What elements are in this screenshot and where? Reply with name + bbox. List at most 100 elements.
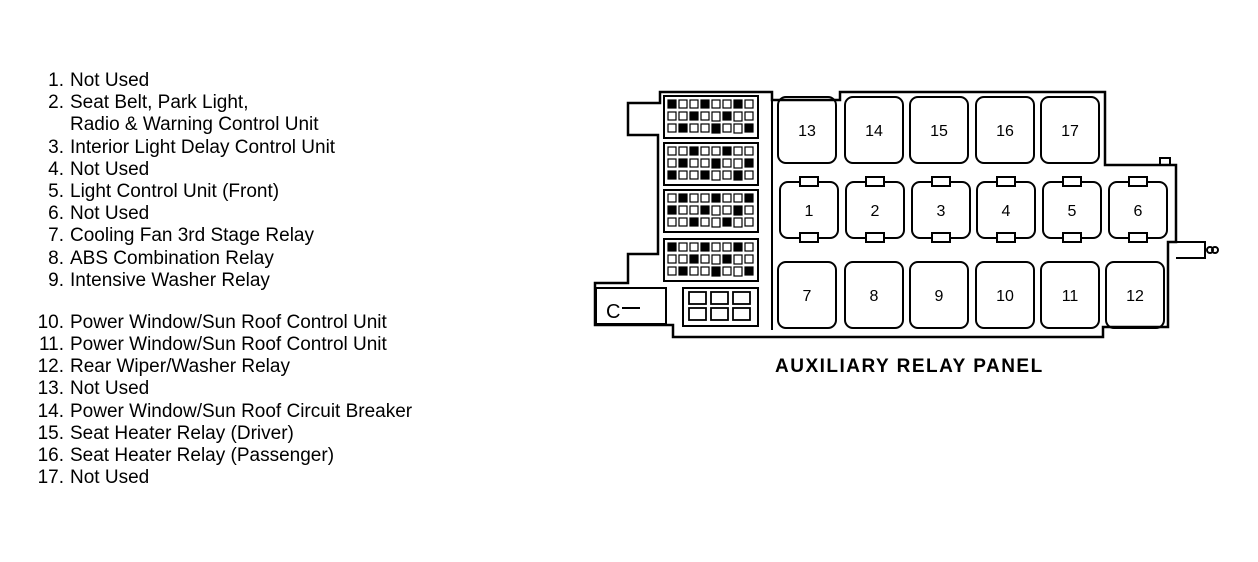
legend-item: 11.Power Window/Sun Roof Control Unit [20,334,560,356]
legend-item: 10.Power Window/Sun Roof Control Unit [20,312,560,334]
legend-item: 17.Not Used [20,467,560,489]
legend-text: Seat Belt, Park Light, [70,92,249,114]
fuse-slot [711,123,721,134]
fuse-slot [744,205,754,215]
fuse-slot [689,123,699,133]
legend-item: 14.Power Window/Sun Roof Circuit Breaker [20,401,560,423]
mini-fuse-block [682,287,759,327]
side-connector-stub [1176,241,1206,259]
legend-text: Not Used [70,378,150,400]
fuse-slot [689,193,699,203]
fuse-slot [700,146,710,156]
relay-16: 16 [975,96,1035,164]
fuse-slot [722,158,732,168]
fuse-slot [700,123,710,133]
fuse-slot [733,254,743,265]
relay-14: 14 [844,96,904,164]
relay-clip-top [996,176,1016,187]
relay-clip-bottom [1128,232,1148,243]
fuse-slot [678,205,688,215]
fuse-slot [700,217,710,227]
legend-text: Not Used [70,70,150,91]
legend-text: Interior Light Delay Control Unit [70,136,336,158]
legend-item: 16.Seat Heater Relay (Passenger) [20,445,560,467]
relay-7: 7 [777,261,837,329]
legend-item: 3.Interior Light Delay Control Unit [20,137,560,159]
relay-clip-top [1128,176,1148,187]
fuse-slot [722,193,732,203]
fuse-slot [667,242,677,252]
relay-clip-top [799,176,819,187]
legend-text: Not Used [70,467,150,489]
legend-item: 9.Intensive Washer Relay [20,270,560,292]
relay-clip-bottom [799,232,819,243]
fuse-slot [667,99,677,109]
fuse-slot [744,123,754,133]
legend-text: Seat Heater Relay (Passenger) [70,445,335,466]
fuse-slot [700,193,710,203]
fuse-slot [689,205,699,215]
relay-number: 12 [1126,288,1144,305]
fuse-slot [689,242,699,252]
fuse-slot [689,146,699,156]
legend-number: 13. [37,378,64,400]
relay-clip-bottom [865,232,885,243]
fuse-slot [689,99,699,109]
fuse-block [663,95,759,139]
fuse-slot [667,146,677,156]
fuse-slot [733,266,743,277]
relay-number: 1 [805,203,814,220]
fuse-slot [678,193,688,203]
fuse-slot [744,266,754,276]
fuse-slot [700,170,710,180]
relay-body [975,96,1035,164]
relay-11: 11 [1040,261,1100,329]
relay-3: 3 [911,176,971,243]
legend-item: 15.Seat Heater Relay (Driver) [20,423,560,445]
legend-number: 12. [37,356,64,378]
relay-clip-bottom [996,232,1016,243]
fuse-slot [722,254,732,264]
fuse-slot [711,99,721,109]
fuse-slot [722,146,732,156]
fuse-slot [689,170,699,180]
fuse-slot [700,99,710,109]
fuse-slot [744,242,754,252]
mini-fuse-slot [688,291,707,305]
relay-number: 2 [871,203,880,220]
fuse-block [663,238,759,282]
fuse-slot [700,158,710,168]
fuse-slot [689,254,699,264]
relay-2: 2 [845,176,905,243]
fuse-slot [689,111,699,121]
legend-number: 1. [48,70,64,91]
fuse-slot [733,111,743,122]
relay-body [909,96,969,164]
relay-number: 11 [1062,288,1079,305]
legend-text: Cooling Fan 3rd Stage Relay [70,225,314,247]
relay-body [777,261,837,329]
relay-number: 5 [1068,203,1077,220]
mini-fuse-slot [710,291,729,305]
fuse-slot [711,254,721,265]
legend-number: 2. [48,92,64,114]
fuse-slot [711,111,721,122]
fuse-slot [722,123,732,133]
fuse-slot [667,123,677,133]
fuse-slot [667,254,677,264]
fuse-slot [678,99,688,109]
fuse-slot [667,205,677,215]
fuse-slot [667,111,677,121]
legend-item: 12.Rear Wiper/Washer Relay [20,356,560,378]
relay-13: 13 [777,96,837,164]
fuse-slot [744,254,754,264]
fuse-slot [744,111,754,121]
fuse-slot [678,146,688,156]
legend-number: 5. [48,180,64,202]
relay-number: 4 [1002,203,1011,220]
fuse-slot [689,217,699,227]
relay-body [1040,96,1100,164]
fuse-slot [733,193,743,203]
